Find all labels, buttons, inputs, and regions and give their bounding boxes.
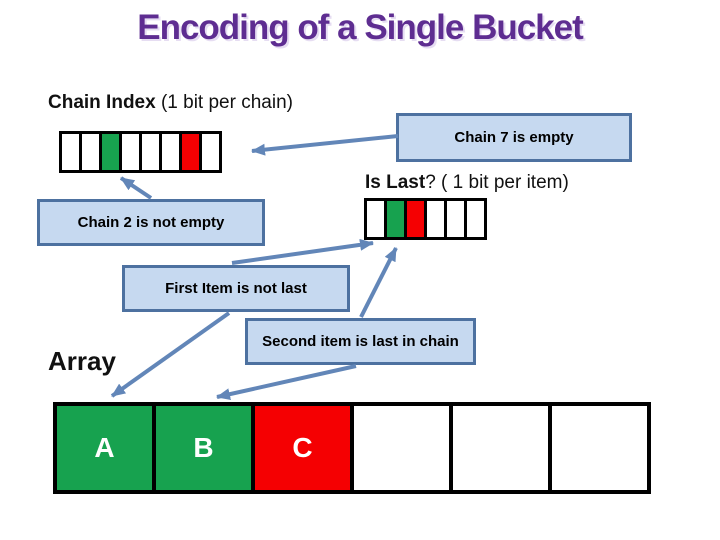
callout-chain7-text: Chain 7 is empty xyxy=(454,129,574,146)
is-last-label-bold: Is Last xyxy=(365,172,426,193)
arrow-second-item-to-is-last-bit1 xyxy=(359,247,398,318)
slide-title: Encoding of a Single Bucket xyxy=(137,8,584,47)
arrow-second-item-to-array-cell-b xyxy=(216,364,357,401)
callout-first-item-text: First Item is not last xyxy=(165,280,307,297)
is-last-label: Is Last? ( 1 bit per item) xyxy=(365,172,569,194)
chain-index-label: Chain Index (1 bit per chain) xyxy=(48,92,293,114)
array-cell-white xyxy=(350,402,453,494)
callout-first-item: First Item is not last xyxy=(122,265,350,312)
main-array: A B C xyxy=(53,402,651,494)
array-cell-green: A xyxy=(53,402,156,494)
arrow-first-item-to-array-cell-a xyxy=(110,311,231,398)
chain-index-bit-white xyxy=(199,131,222,173)
array-cell-red: C xyxy=(251,402,354,494)
arrow-chain7-to-chain-index xyxy=(251,134,399,156)
array-cell-label: B xyxy=(193,432,214,463)
array-label: Array xyxy=(48,346,116,376)
is-last-label-rest: ? ( 1 bit per item) xyxy=(425,172,569,193)
chain-index-label-rest: (1 bit per chain) xyxy=(155,92,293,113)
chain-index-label-bold: Chain Index xyxy=(48,92,156,113)
arrow-chain2-to-chain-index-bit2 xyxy=(119,176,153,200)
callout-second-item-text: Second item is last in chain xyxy=(262,333,459,350)
callout-chain2: Chain 2 is not empty xyxy=(37,199,265,246)
array-cell-green: B xyxy=(152,402,255,494)
array-cell-label: C xyxy=(292,432,313,463)
is-last-bit-array xyxy=(364,198,487,240)
array-cell-label: A xyxy=(94,432,115,463)
arrow-first-item-to-is-last-bit0 xyxy=(231,238,374,265)
callout-chain7: Chain 7 is empty xyxy=(396,113,632,162)
is-last-bit-white xyxy=(464,198,487,240)
callout-second-item: Second item is last in chain xyxy=(245,318,476,365)
array-cell-white xyxy=(548,402,651,494)
array-cell-white xyxy=(449,402,552,494)
callout-chain2-text: Chain 2 is not empty xyxy=(77,214,225,231)
chain-index-bit-array xyxy=(59,131,222,173)
